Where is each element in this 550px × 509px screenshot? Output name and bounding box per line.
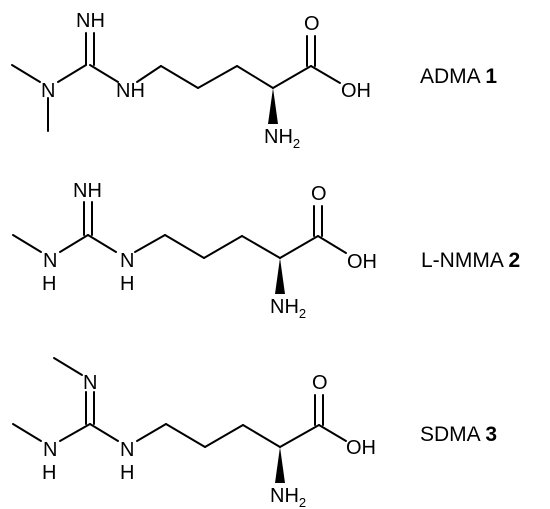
bond-c-oh [318,424,347,442]
wedge-bond [268,88,278,124]
atom-h-right: H [120,462,134,484]
bond-chain-2 [204,424,244,448]
bond-c-nh [87,234,117,253]
atom-n: N [41,80,55,102]
bond-chain-2 [203,235,243,259]
atom-imine-nh: NH [73,180,102,202]
atom-imine-n: N [83,372,97,394]
bond-c-oh [310,65,341,84]
bond-nh-chain [136,65,162,83]
bond-chain-3 [236,65,274,89]
bond-c-nh [89,423,119,442]
bond-n-c [57,64,87,83]
atom-oh: OH [346,437,376,459]
bond-chain-4 [279,235,319,259]
bond-nh-c [59,423,91,442]
wedge-bond [275,258,285,294]
atom-o: O [311,183,327,205]
atom-nh-left: N [43,250,57,272]
bond-c-nh [89,64,119,83]
bond-chain-2 [197,65,238,89]
bond-chain-3 [242,424,281,448]
atom-h-left: H [42,462,56,484]
atom-nh-left: N [43,439,57,461]
bond-c-oh [317,235,347,254]
atom-h-left: H [42,273,56,295]
structure-lnmma: NH N H N H O OH NH2 L-NMMA 2 [12,180,520,321]
compound-label-sdma: SDMA 3 [420,423,497,446]
bond-chain-4 [279,424,320,448]
atom-nh2: NH2 [264,126,300,151]
atom-nh: NH [116,80,145,102]
compound-label-adma: ADMA 1 [420,65,497,88]
bond-methyl-1 [11,64,41,83]
bond-nh-chain [134,234,166,253]
atom-oh: OH [341,80,371,102]
atom-nh-right: N [120,250,134,272]
atom-nh-right: N [120,439,134,461]
bond-chain-1 [165,423,206,448]
bond-methyl-top [53,357,83,376]
bond-chain-4 [272,65,312,89]
bond-chain-3 [241,235,281,259]
wedge-bond [275,447,285,483]
atom-nh2: NH2 [270,485,306,509]
structure-adma: NH N NH O OH NH2 ADMA 1 [11,10,497,151]
compound-label-lnmma: L-NMMA 2 [421,249,520,272]
atom-imine-nh: NH [76,10,105,32]
atom-oh: OH [347,251,377,273]
atom-o: O [304,13,320,35]
bond-nh-chain [136,423,167,442]
atom-o: O [312,372,328,394]
atom-nh2: NH2 [270,296,306,321]
atom-h-right: H [120,273,134,295]
bond-methyl [12,234,42,253]
structure-sdma: N N H N H O OH NH2 SDMA 3 [12,357,497,509]
bond-chain-1 [164,234,205,259]
bond-chain-1 [160,65,199,89]
bond-nh-c [59,234,89,253]
bond-methyl-left [12,423,42,442]
